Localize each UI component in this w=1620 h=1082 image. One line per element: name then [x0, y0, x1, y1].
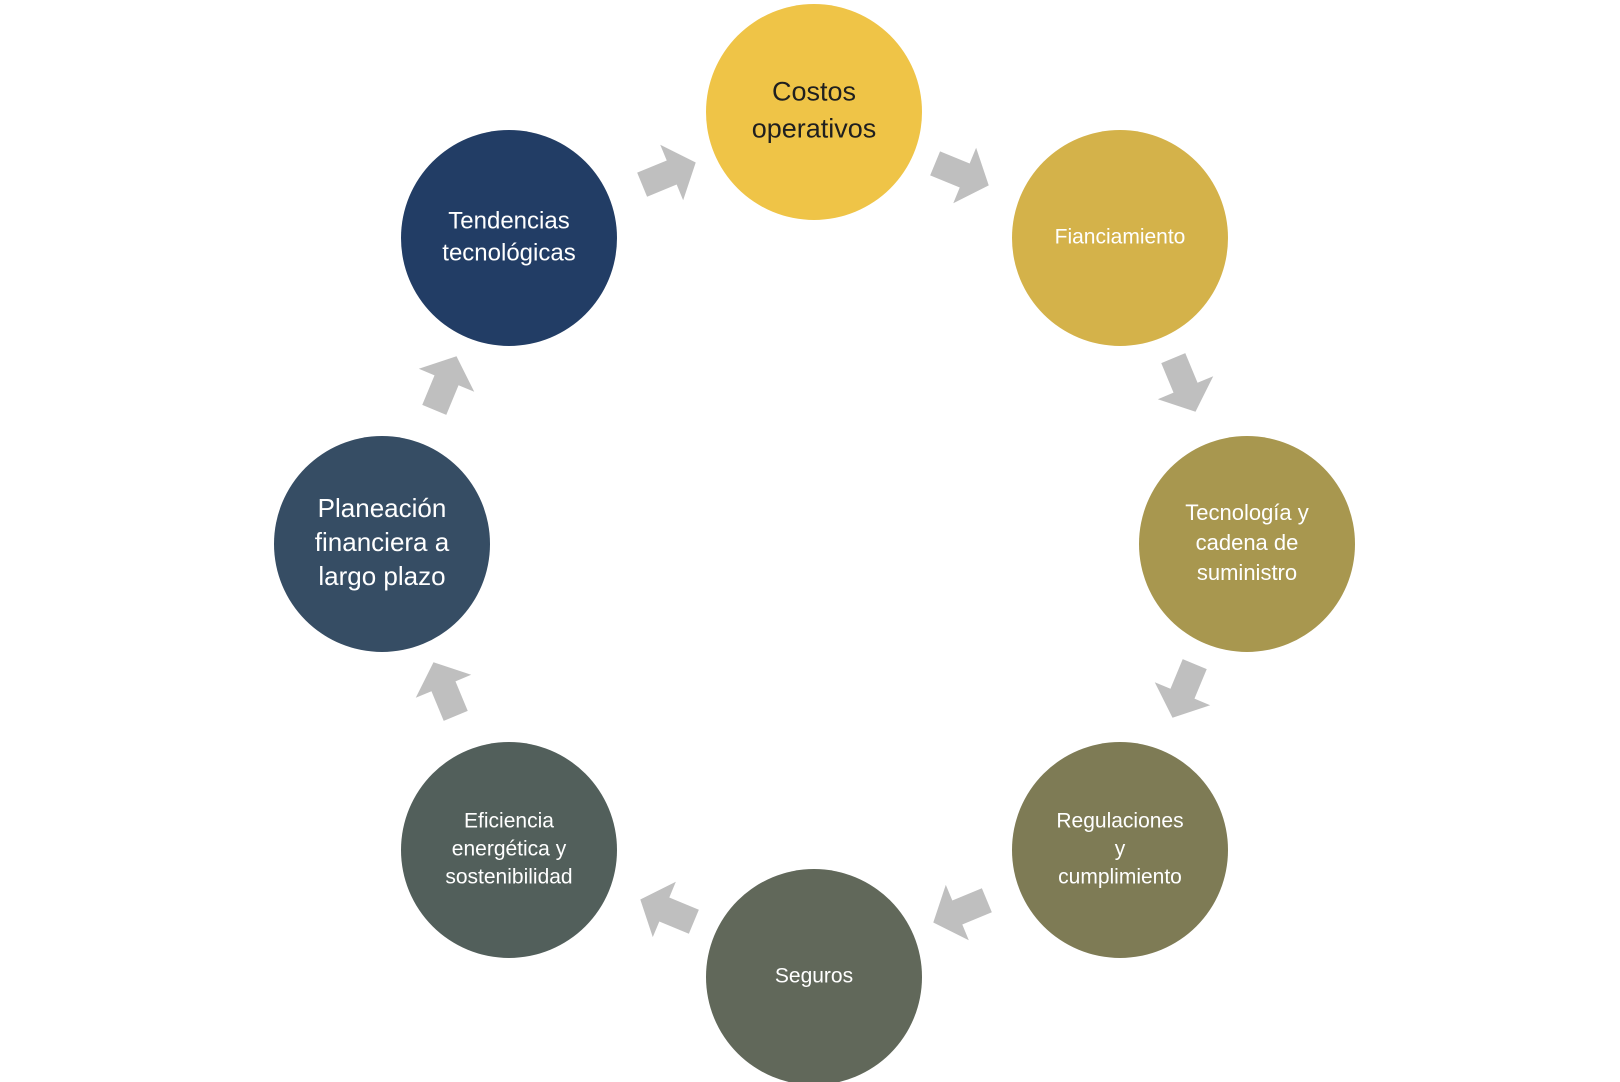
node-circle: [1012, 742, 1228, 958]
node-circle: [274, 436, 490, 652]
node-circle: [401, 742, 617, 958]
node-label-line: Fianciamiento: [1055, 226, 1186, 249]
node-label-line: Seguros: [775, 965, 853, 988]
cycle-node-eficiencia: Eficiencia energética y sostenibilidad: [401, 742, 617, 958]
cycle-arrow-icon: [418, 356, 475, 415]
node-label-line: sostenibilidad: [445, 866, 572, 889]
node-label-line: cadena de: [1196, 530, 1299, 555]
node-label-line: cumplimiento: [1058, 866, 1182, 889]
node-label-line: y: [1115, 838, 1126, 861]
cycle-arrow-icon: [933, 884, 992, 941]
node-circle: [401, 130, 617, 346]
cycle-node-seguros: Seguros: [706, 869, 922, 1082]
node-label-line: tecnológicas: [442, 239, 575, 266]
node-label-line: operativos: [752, 114, 877, 144]
cycle-arrow-icon: [1154, 659, 1211, 718]
node-label-line: energética y: [452, 838, 567, 861]
cycle-node-financiamiento: Fianciamiento: [1012, 130, 1228, 346]
node-label-line: Planeación: [318, 493, 447, 523]
node-label-line: financiera a: [315, 527, 450, 557]
cycle-arrow-icon: [640, 881, 699, 938]
node-label-line: Tendencias: [448, 207, 569, 234]
node-circle: [1012, 130, 1228, 346]
node-label-line: Costos: [772, 77, 856, 107]
cycle-arrow-icon: [930, 147, 989, 204]
cycle-node-planeacion: Planeación financiera a largo plazo: [274, 436, 490, 652]
cycle-node-tendencias: Tendencias tecnológicas: [401, 130, 617, 346]
cycle-node-costos: Costos operativos: [706, 4, 922, 220]
cycle-arrow-icon: [415, 662, 472, 721]
node-label-line: largo plazo: [318, 561, 445, 591]
node-circle: [706, 869, 922, 1082]
node-circle: [1139, 436, 1355, 652]
cycle-arrow-icon: [1157, 353, 1214, 412]
cycle-arrow-icon: [637, 144, 696, 201]
cycle-node-regulaciones: Regulaciones y cumplimiento: [1012, 742, 1228, 958]
node-label-line: Regulaciones: [1056, 810, 1183, 833]
node-label-line: suministro: [1197, 560, 1297, 585]
node-circle: [706, 4, 922, 220]
cycle-node-tecnologia: Tecnología y cadena de suministro: [1139, 436, 1355, 652]
node-label-line: Tecnología y: [1185, 500, 1309, 525]
node-label-line: Eficiencia: [464, 810, 554, 833]
